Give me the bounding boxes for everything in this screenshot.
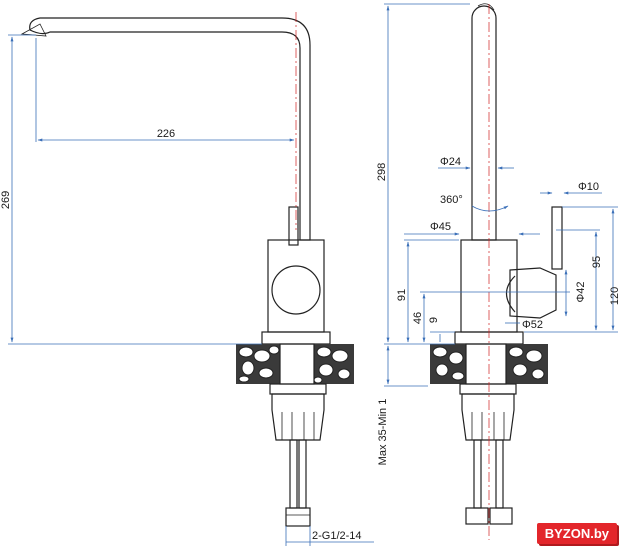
right-lever-rod xyxy=(551,206,563,270)
dim-120: 120 xyxy=(609,287,621,305)
dim-thread: 2-G1/2-14 xyxy=(312,530,362,542)
dim-269: 269 xyxy=(0,191,12,209)
dim-9: 9 xyxy=(428,317,440,323)
right-countertop xyxy=(430,344,548,384)
right-washer xyxy=(459,383,517,395)
aerator-tip xyxy=(20,23,47,37)
left-handle-rod xyxy=(288,206,299,246)
left-body xyxy=(267,239,325,333)
dim-226: 226 xyxy=(157,128,175,140)
right-hose-a xyxy=(473,439,482,509)
dim-diam-24: Φ24 xyxy=(440,156,461,168)
dim-46: 46 xyxy=(412,312,424,324)
right-nut xyxy=(461,393,515,441)
left-countertop xyxy=(236,344,354,384)
left-faucet-view xyxy=(20,17,354,527)
dim-diam-45: Φ45 xyxy=(430,221,451,233)
left-lever-knob xyxy=(271,265,321,315)
dim-91: 91 xyxy=(396,289,408,301)
right-dimensions: 298 Φ24 360° Φ10 Φ45 95 120 91 Φ42 xyxy=(376,3,621,466)
left-dimensions: 269 226 2-G1/2-14 xyxy=(0,12,374,546)
dim-diam-10: Φ10 xyxy=(578,181,599,193)
right-faucet-view xyxy=(430,3,563,540)
left-shank xyxy=(279,343,315,385)
right-hose-fitting-b xyxy=(489,507,513,525)
right-hose-b xyxy=(495,439,504,509)
left-hose-b xyxy=(298,439,307,509)
right-hose-fitting-a xyxy=(465,507,489,525)
left-hose-a xyxy=(289,439,298,509)
dim-diam-42: Φ42 xyxy=(575,281,587,302)
dim-mounting: Max 35-Min 1 xyxy=(377,399,389,466)
right-shank xyxy=(465,343,507,385)
dim-diam-52: Φ52 xyxy=(522,319,543,331)
right-spout-tube xyxy=(471,5,497,241)
rotation-arrow xyxy=(471,205,509,212)
left-nut xyxy=(271,393,325,441)
dim-95: 95 xyxy=(591,256,603,268)
right-lever xyxy=(509,267,557,319)
left-washer xyxy=(269,383,327,395)
left-hose-fitting xyxy=(285,507,311,527)
dim-298: 298 xyxy=(376,163,388,181)
left-base xyxy=(261,331,331,345)
dim-rotation: 360° xyxy=(440,194,463,206)
brand-logo[interactable]: BYZON.by xyxy=(536,523,617,544)
